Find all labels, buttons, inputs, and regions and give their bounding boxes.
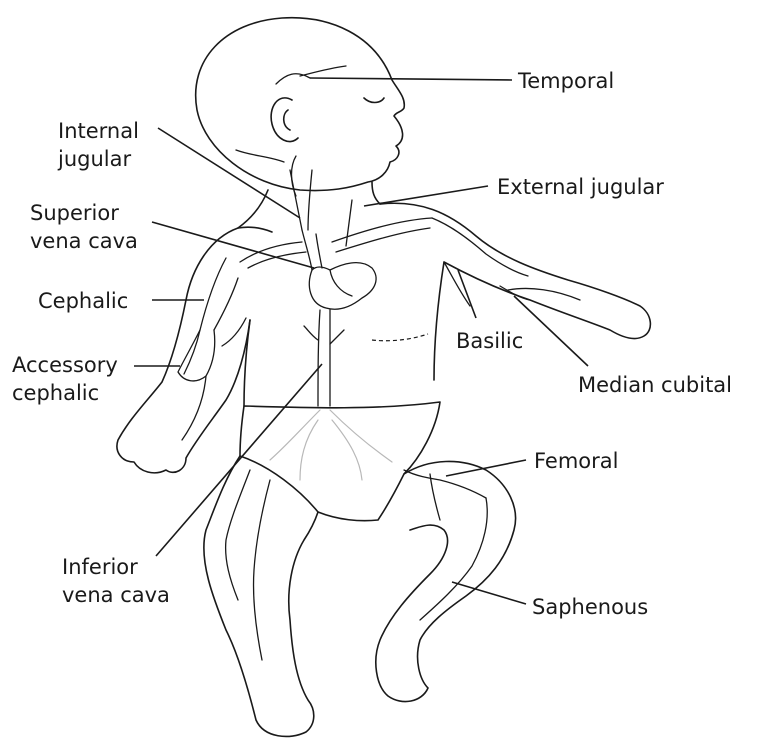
inferior-vena-cava (318, 310, 330, 406)
label-inferior-vena-cava-line2: vena cava (62, 583, 170, 607)
label-saphenous: Saphenous (532, 595, 648, 619)
label-superior-vena-cava-line1: Superior (30, 201, 119, 225)
leader-median-cubital (514, 296, 588, 366)
label-external-jugular: External jugular (497, 175, 664, 199)
pelvic-veins (270, 410, 392, 480)
external-jugular-vein (346, 200, 352, 246)
left-subclavian-vein (240, 242, 306, 268)
cephalic-vein (184, 258, 226, 374)
facial-branch (236, 150, 284, 162)
forearm-vein-left (214, 278, 246, 346)
label-femoral: Femoral (534, 449, 619, 473)
saphenous-vein (420, 498, 487, 620)
label-superior-vena-cava-line2: vena cava (30, 229, 138, 253)
leader-inferior-vena-cava (156, 364, 322, 556)
ear-inner (284, 110, 290, 130)
internal-jugular-vein (290, 170, 312, 230)
torso-left-outline (244, 320, 250, 406)
superior-vena-cava (302, 230, 322, 270)
infant-body-outline (117, 18, 650, 737)
heart (309, 263, 376, 310)
leader-saphenous (452, 582, 526, 604)
leader-internal-jugular (158, 128, 300, 218)
leader-superior-vena-cava (152, 222, 314, 268)
head-outline (196, 18, 405, 191)
ivc-branches (304, 326, 344, 344)
right-leg-outline (376, 461, 516, 701)
left-shoulder-seam (238, 227, 272, 232)
leader-external-jugular (364, 186, 488, 206)
label-accessory-cephalic-line1: Accessory (12, 353, 118, 377)
label-median-cubital: Median cubital (578, 373, 732, 397)
left-leg-outline (204, 456, 318, 736)
venous-network (178, 66, 580, 660)
eye-outline (364, 98, 384, 103)
neck-right-outline (372, 182, 380, 204)
left-leg-veins (226, 470, 270, 660)
temporal-vein (276, 66, 346, 84)
vein-labels: Temporal Internal jugular External jugul… (12, 69, 732, 619)
label-inferior-vena-cava-line1: Inferior (62, 555, 138, 579)
label-internal-jugular-line1: Internal (58, 119, 139, 143)
label-internal-jugular: Internal jugular (57, 119, 146, 171)
label-accessory-cephalic-line2: cephalic (12, 381, 99, 405)
left-arm-outline (117, 228, 250, 473)
label-accessory-cephalic: Accessory cephalic (12, 353, 125, 405)
label-internal-jugular-line2: jugular (57, 147, 131, 171)
ear-outline (271, 98, 298, 142)
label-basilic: Basilic (456, 329, 523, 353)
label-cephalic: Cephalic (38, 289, 128, 313)
label-inferior-vena-cava: Inferior vena cava (62, 555, 170, 607)
median-cubital-vein (500, 286, 580, 300)
label-temporal: Temporal (517, 69, 614, 93)
label-superior-vena-cava: Superior vena cava (30, 201, 138, 253)
femoral-vein (404, 470, 486, 520)
leader-temporal (310, 78, 512, 80)
heart-chamber-line (330, 270, 352, 296)
umbilical-dashed-line (372, 334, 428, 341)
